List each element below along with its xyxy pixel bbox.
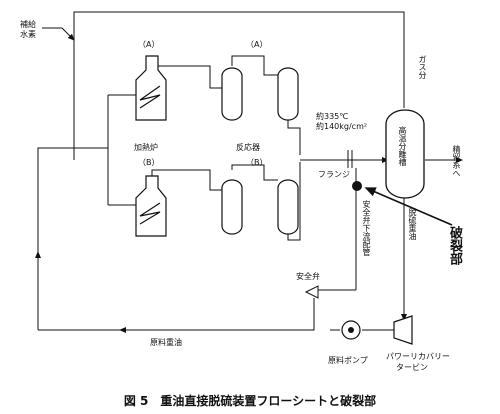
reactor-b-link xyxy=(231,164,278,181)
gas-label: ガス分 xyxy=(418,55,427,79)
reactor-a-link xyxy=(231,55,280,76)
reactor-a-1 xyxy=(221,67,243,121)
makeup-hydrogen-label-2: 水素 xyxy=(20,30,36,39)
relief-valve-label: 安全弁 xyxy=(296,272,320,281)
makeup-hydrogen-label-1: 補給 xyxy=(20,20,36,29)
rupture-point xyxy=(352,181,362,191)
relief-pipe-label: 安全弁下流配管 xyxy=(362,200,371,256)
reactor-b-1 xyxy=(221,179,243,235)
feed-main-line xyxy=(37,147,108,330)
rupture-pointer xyxy=(364,187,453,226)
furnace-b xyxy=(135,175,167,237)
desulf-oil-label: 脱硫重油 xyxy=(408,208,417,240)
separator-label: 高温分離槽 xyxy=(398,126,407,166)
power-recovery-turbine xyxy=(393,315,413,345)
to-fractionation-label: 精留系へ xyxy=(452,145,461,177)
furnace-b-outlet xyxy=(151,169,222,191)
turbine-label-2: タービン xyxy=(396,363,428,372)
reactor-b-outlet xyxy=(287,162,301,241)
reactor-label: 反応器 xyxy=(236,143,260,152)
feed-pump-label: 原料ポンプ xyxy=(328,356,368,365)
relief-valve-symbol xyxy=(304,285,319,299)
furnace-b-label: （B） xyxy=(138,158,160,167)
makeup-hydrogen-line xyxy=(42,27,75,41)
furnace-a xyxy=(135,55,167,121)
rupture-label: 破裂部 xyxy=(447,226,462,265)
reactor-a-label: （A） xyxy=(246,40,268,49)
flange-label: フランジ xyxy=(318,170,350,179)
reactor-b-label: （B） xyxy=(246,158,268,167)
hot-separator-vessel xyxy=(385,109,425,199)
reactor-a-outlet xyxy=(287,118,301,155)
temperature-label: 約335℃ xyxy=(316,112,349,121)
feed-oil-label: 原料重油 xyxy=(150,338,182,347)
reactor-a-2 xyxy=(277,67,299,121)
furnace-label: 加熱炉 xyxy=(134,143,158,152)
gas-recycle-line xyxy=(73,11,405,160)
reactor-b-2 xyxy=(277,179,299,235)
figure-caption: 図 5 重油直接脱硫装置フローシートと破裂部 xyxy=(123,394,377,408)
relief-to-feed xyxy=(38,298,315,331)
pressure-label: 約140kg/cm² xyxy=(316,122,368,131)
furnace-a-label: （A） xyxy=(138,40,160,49)
turbine-label-1: パワーリカバリー xyxy=(386,352,450,361)
